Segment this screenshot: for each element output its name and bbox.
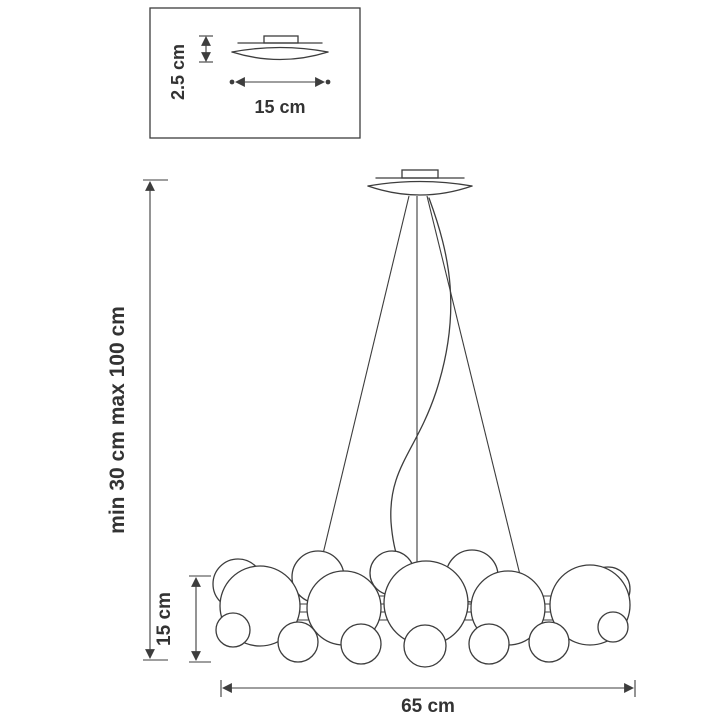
wire-right — [426, 195, 523, 584]
power-cable — [390, 197, 452, 569]
canopy-height-label: 2.5 cm — [168, 44, 188, 100]
dim-end-dot — [325, 79, 331, 85]
sphere-cluster — [212, 549, 631, 668]
dim-end-dot — [229, 79, 235, 85]
canopy-width-dimension: 15 cm — [229, 77, 331, 117]
wire-left — [315, 195, 410, 584]
glass-sphere-small — [340, 623, 382, 665]
canopy-mount-rect — [401, 169, 439, 179]
canopy-width-label: 15 cm — [254, 97, 305, 117]
glass-sphere-small — [597, 611, 629, 643]
canopy-dish-bottom — [367, 185, 473, 196]
glass-sphere-small — [403, 624, 447, 668]
canopy-dish-bottom — [231, 51, 329, 61]
cluster-width-dimension: 65 cm — [220, 680, 636, 717]
glass-sphere-small — [277, 621, 319, 663]
canopy-dish-top — [231, 46, 329, 53]
cluster-height-label: 15 cm — [154, 592, 175, 646]
canopy-height-dimension: 2.5 cm — [168, 35, 213, 100]
canopy-detail-drawing — [231, 35, 329, 61]
suspension-wires — [315, 195, 523, 584]
detail-box-border — [149, 7, 361, 139]
cluster-height-dimension: 15 cm — [154, 575, 211, 663]
suspension-height-dimension: min 30 cm max 100 cm — [106, 179, 168, 661]
glass-sphere-small — [468, 623, 510, 665]
glass-sphere-small — [528, 621, 570, 663]
canopy-dish-top — [367, 180, 473, 187]
canopy-detail-box: 2.5 cm 15 cm — [149, 7, 361, 139]
glass-sphere-small — [215, 612, 251, 648]
suspension-height-label: min 30 cm max 100 cm — [106, 306, 129, 534]
ceiling-canopy — [367, 169, 473, 196]
cluster-width-label: 65 cm — [401, 696, 455, 717]
